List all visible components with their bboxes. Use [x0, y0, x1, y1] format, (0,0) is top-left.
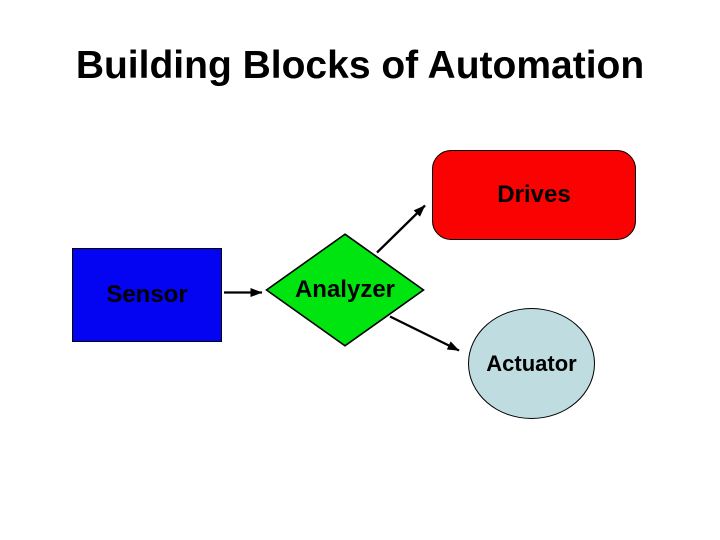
node-analyzer-label: Analyzer: [294, 276, 396, 303]
node-drives-label: Drives: [497, 181, 571, 208]
slide-title: Building Blocks of Automation: [75, 44, 645, 87]
node-drives: Drives: [432, 150, 636, 240]
node-sensor: Sensor: [72, 248, 222, 342]
node-analyzer: Analyzer: [265, 233, 425, 347]
node-actuator-label: Actuator: [486, 350, 577, 376]
node-actuator: Actuator: [468, 308, 595, 419]
diamond-shape: [265, 233, 425, 347]
node-sensor-label: Sensor: [106, 281, 188, 308]
